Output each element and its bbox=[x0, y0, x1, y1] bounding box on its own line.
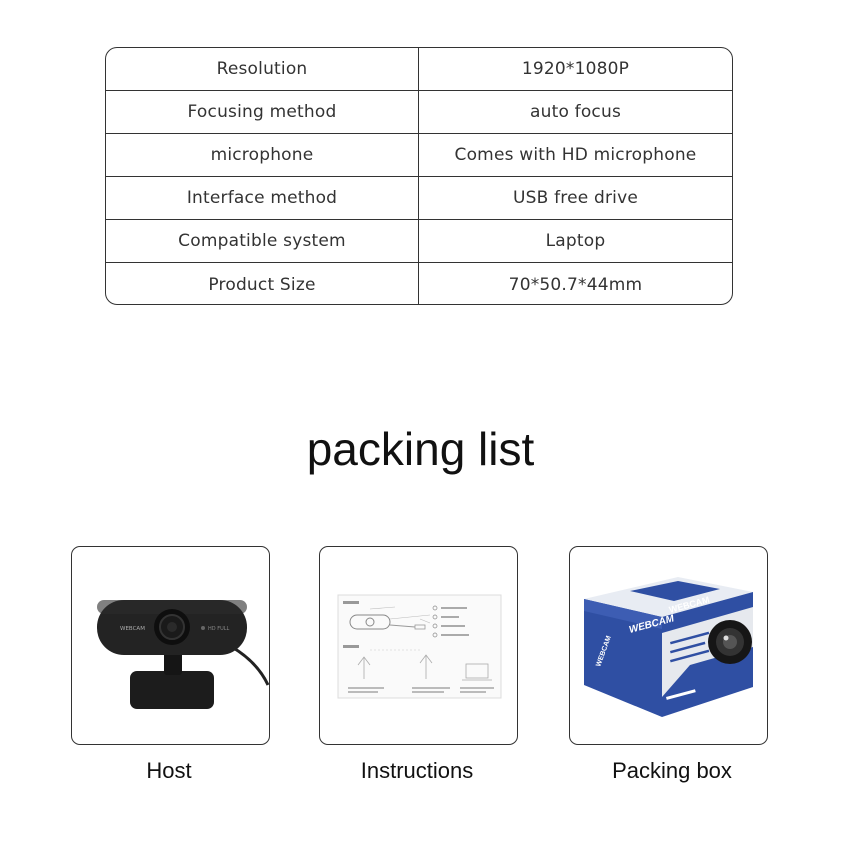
instruction-sheet-icon bbox=[337, 594, 502, 699]
spec-value: auto focus bbox=[529, 102, 622, 122]
spec-row: Resolution 1920*1080P bbox=[106, 48, 732, 91]
webcam-box-icon: WEBCAM WEBCAM WEBCAM bbox=[584, 577, 753, 717]
spec-row: Interface method USB free drive bbox=[106, 177, 732, 220]
spec-label: Product Size bbox=[106, 263, 419, 304]
spec-value: Laptop bbox=[545, 231, 606, 251]
spec-label: Focusing method bbox=[106, 91, 419, 133]
spec-label: Resolution bbox=[106, 48, 419, 90]
webcam-icon: WEBCAM HD FULL bbox=[97, 600, 269, 709]
spec-label: Interface method bbox=[106, 177, 419, 219]
packing-list-title: packing list bbox=[306, 423, 535, 475]
instructions-card bbox=[319, 546, 518, 745]
spec-value: 70*50.7*44mm bbox=[508, 274, 643, 295]
spec-label: Compatible system bbox=[106, 220, 419, 262]
spec-value: Comes with HD microphone bbox=[454, 145, 697, 165]
spec-row: Product Size 70*50.7*44mm bbox=[106, 263, 732, 304]
packing-box-caption: Packing box bbox=[612, 758, 732, 783]
webcam-brand-text: WEBCAM bbox=[120, 626, 145, 632]
host-caption: Host bbox=[146, 758, 192, 783]
spec-value: USB free drive bbox=[512, 188, 639, 208]
spec-label: microphone bbox=[106, 134, 419, 176]
spec-row: microphone Comes with HD microphone bbox=[106, 134, 732, 177]
spec-table: Resolution 1920*1080P Focusing method au… bbox=[105, 47, 733, 305]
host-card: WEBCAM HD FULL bbox=[71, 546, 270, 745]
spec-row: Focusing method auto focus bbox=[106, 91, 732, 134]
spec-value: 1920*1080P bbox=[521, 59, 630, 79]
packing-box-card: WEBCAM WEBCAM WEBCAM bbox=[569, 546, 768, 745]
spec-row: Compatible system Laptop bbox=[106, 220, 732, 263]
webcam-hd-text: HD FULL bbox=[208, 626, 230, 632]
instructions-caption: Instructions bbox=[360, 758, 474, 783]
